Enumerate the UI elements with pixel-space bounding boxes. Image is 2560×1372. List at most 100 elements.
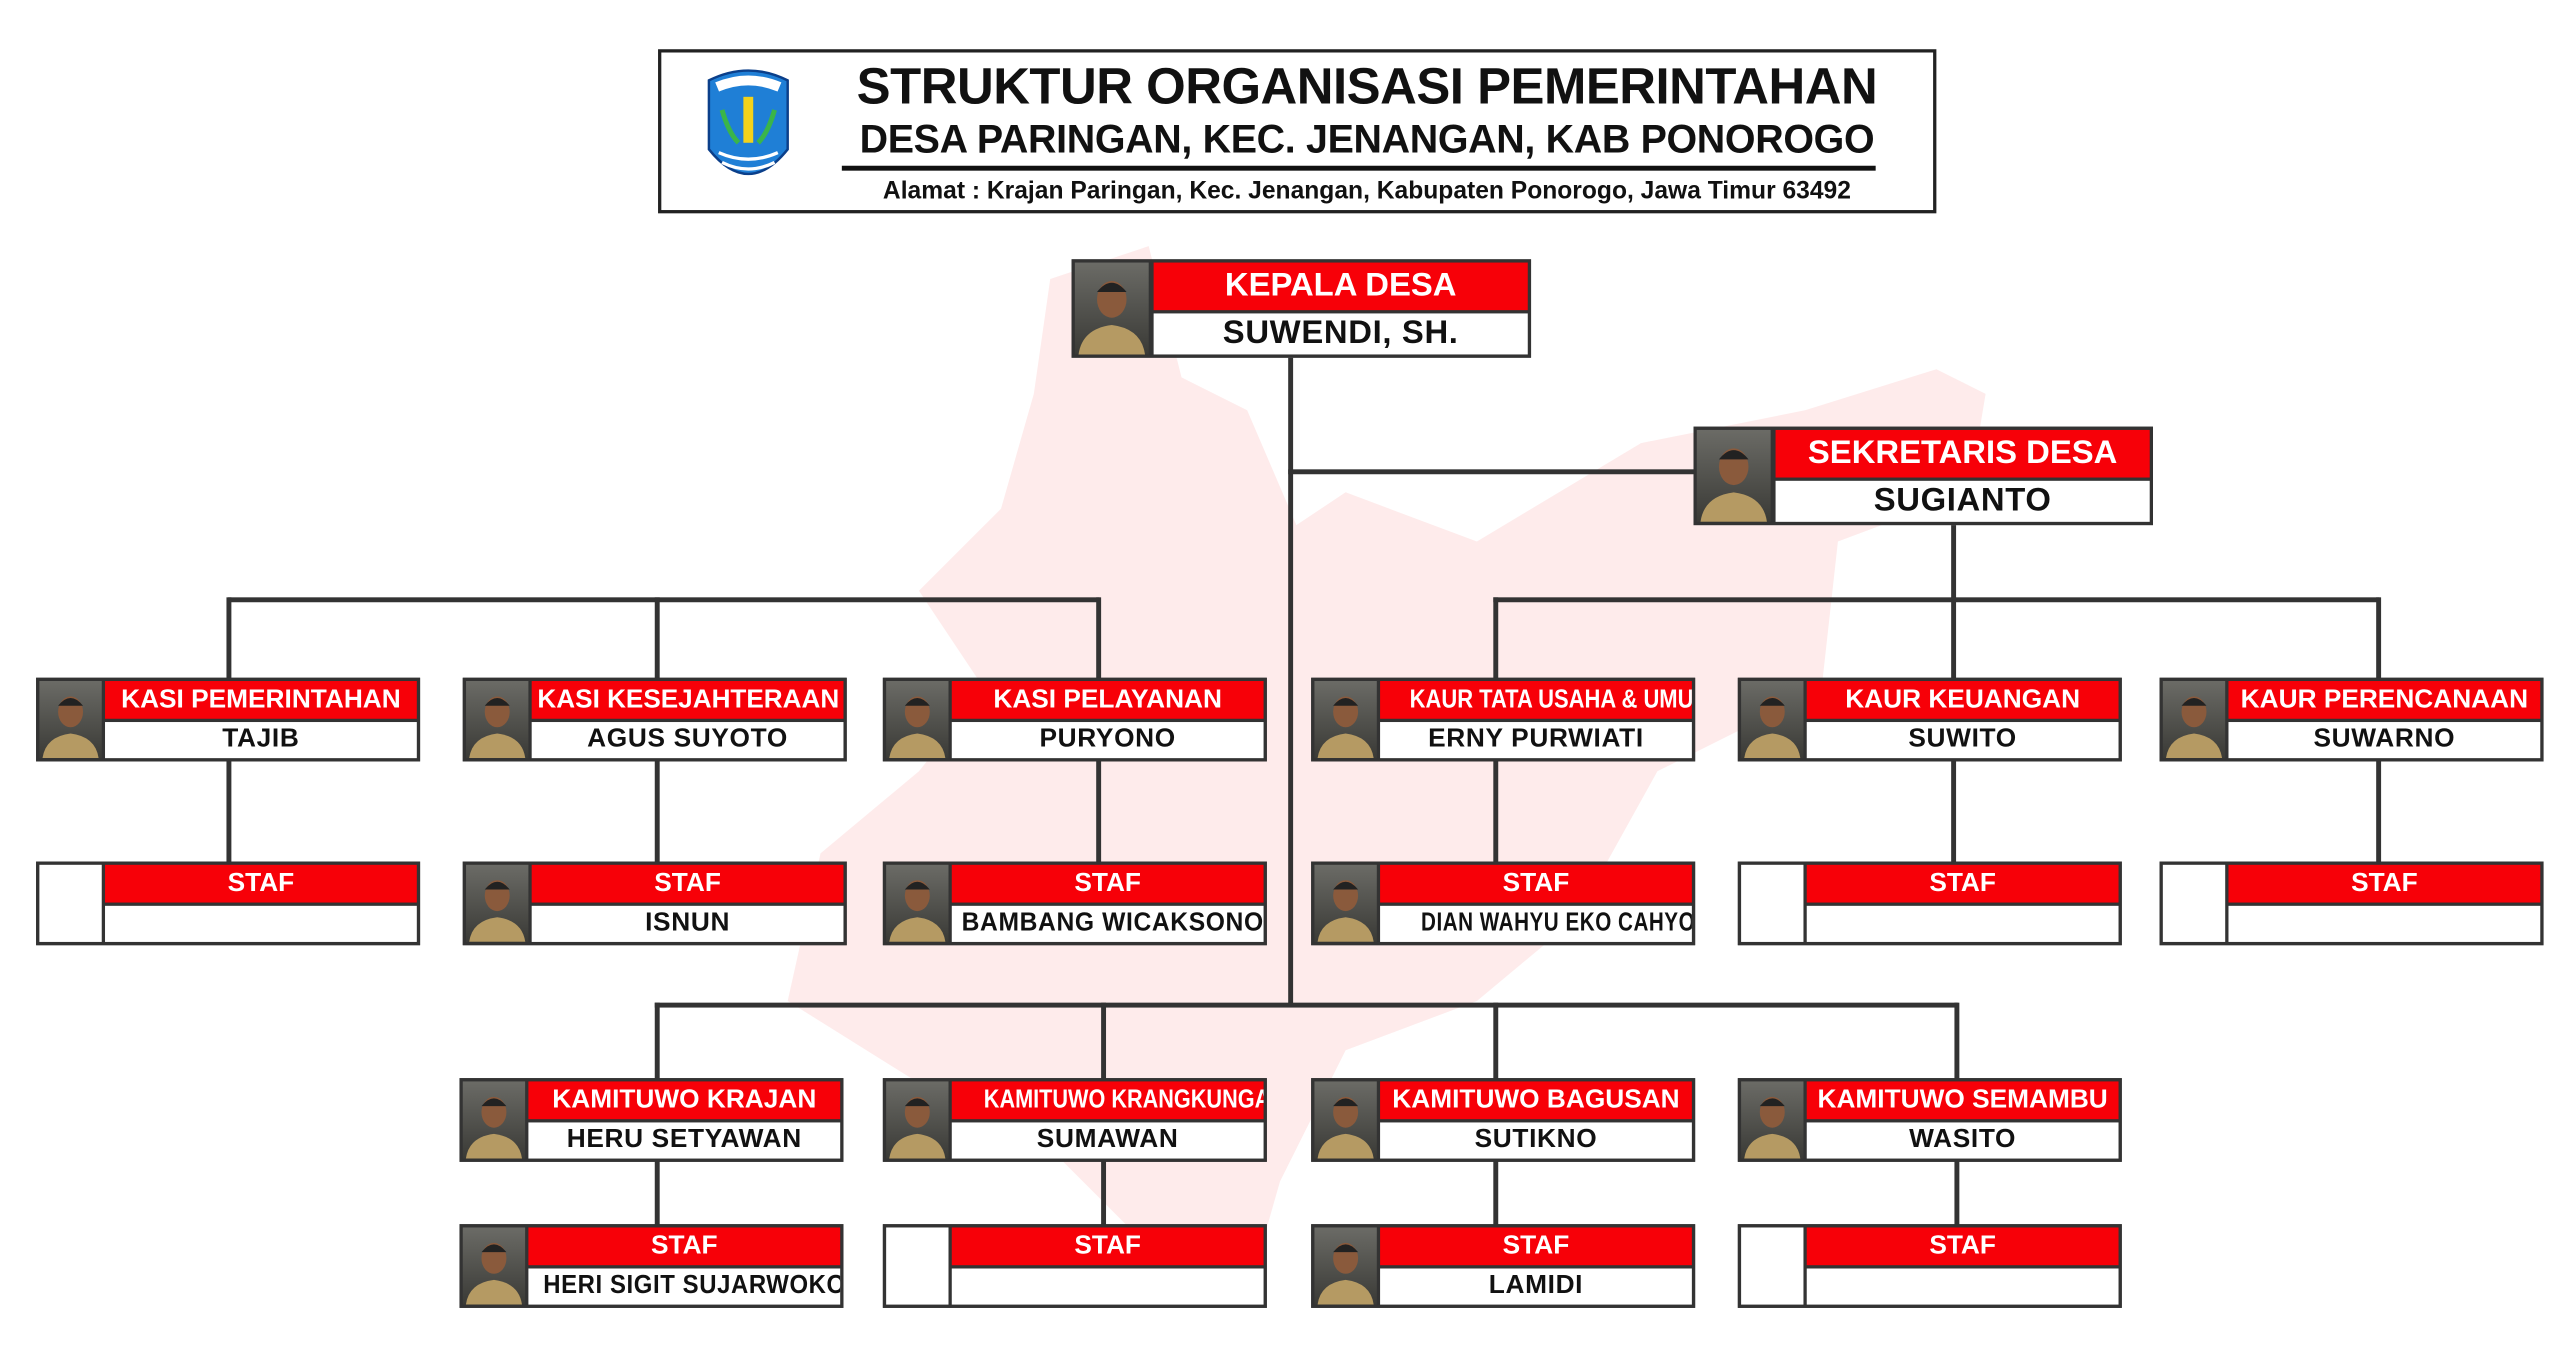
official-name-text: DIAN WAHYU EKO CAHYO A. [1421,909,1692,938]
position-box-staf-krangkungan: STAF [882,1224,1267,1308]
connector-line [1493,597,1498,680]
empty-photo-slot [39,864,102,942]
position-title-text: KASI KESEJAHTERAAN [536,685,839,714]
official-name-text: ERNY PURWIATI [1428,725,1644,754]
position-box-staf-semambu: STAF [1737,1224,2122,1308]
official-name: ERNY PURWIATI [1380,722,1692,759]
official-name-text: TAJIB [222,725,300,754]
person-photo [1314,1081,1377,1159]
official-name [105,905,417,942]
person-photo [466,681,529,759]
position-box-kaur-perencanaan: KAUR PERENCANAAN SUWARNO [2159,677,2544,762]
person-photo [886,864,949,942]
position-title: KASI KESEJAHTERAAN [531,681,844,719]
official-name: SUTIKNO [1380,1122,1692,1159]
position-title-text: STAF [1502,1232,1570,1261]
position-box-staf-kesejahteraan: STAF ISNUN [462,861,847,946]
official-name: SUMAWAN [951,1122,1264,1159]
position-title: KAUR PERENCANAAN [2228,681,2541,719]
position-box-staf-bagusan: STAF LAMIDI [1311,1224,1696,1308]
empty-photo-slot [2162,864,2226,942]
connector-line [1951,759,1956,864]
official-name: HERI SIGIT SUJARWOKO [528,1268,841,1305]
official-name: SUWITO [1806,722,2119,759]
connector-line [1951,597,1956,680]
position-title: STAF [1806,864,2119,903]
position-title: KAMITUWO SEMAMBU [1806,1081,2119,1120]
position-title-text: STAF [1929,869,1996,898]
connector-line [1493,1158,1498,1226]
person-photo [1314,681,1377,759]
connector-line [1493,759,1498,864]
person-photo [886,681,949,759]
position-title: STAF [1380,864,1692,903]
person-photo [466,864,529,942]
official-name [2228,905,2541,942]
position-box-staf-tata-usaha: STAF DIAN WAHYU EKO CAHYO A. [1311,861,1696,946]
position-title: STAF [531,864,844,903]
position-box-staf-pemerintahan: STAF [36,861,421,946]
position-title: KAMITUWO KRANGKUNGAN [951,1081,1264,1120]
official-name: LAMIDI [1380,1268,1692,1305]
official-name: TAJIB [105,722,417,759]
official-name-text: WASITO [1909,1125,2017,1154]
official-name-text: HERU SETYAWAN [566,1125,802,1154]
connector-line [1288,469,1696,474]
connector-line [1954,1002,1959,1080]
person-photo [462,1227,526,1305]
position-title: STAF [951,1227,1264,1266]
official-name: ISNUN [531,905,844,942]
position-box-sekretaris-desa: SEKRETARIS DESA SUGIANTO [1693,426,2153,526]
position-title: KAUR KEUANGAN [1806,681,2119,719]
position-title: KAMITUWO BAGUSAN [1380,1081,1692,1120]
position-title-text: STAF [1074,869,1141,898]
connector-line [2376,759,2381,864]
official-name: WASITO [1806,1122,2119,1159]
official-name [1806,1268,2119,1305]
position-title: STAF [1380,1227,1692,1266]
person-photo [1741,681,1804,759]
position-title-text: SEKRETARIS DESA [1807,434,2118,471]
position-title-text: KAMITUWO BAGUSAN [1392,1086,1680,1115]
position-title-text: KAUR TATA USAHA & UMUM [1409,685,1692,714]
official-name-text: AGUS SUYOTO [587,725,788,754]
connector-line [1101,1158,1106,1226]
position-title: STAF [528,1227,841,1266]
official-name: AGUS SUYOTO [531,722,844,759]
position-title-text: STAF [2351,869,2418,898]
official-name [951,1268,1264,1305]
official-name-text: LAMIDI [1488,1271,1584,1300]
official-name-text: SUMAWAN [1036,1125,1179,1154]
empty-photo-slot [1741,1227,1804,1305]
connector-line [654,597,659,680]
connector-line [226,759,231,864]
person-photo [1074,262,1149,355]
connector-line [226,597,231,680]
person-photo [1314,864,1377,942]
position-title-text: STAF [227,869,295,898]
position-title: KEPALA DESA [1153,262,1528,311]
person-photo [462,1081,526,1159]
position-title-text: KASI PELAYANAN [993,685,1222,714]
position-box-kaur-tata-usaha: KAUR TATA USAHA & UMUM ERNY PURWIATI [1311,677,1696,762]
position-title-text: KEPALA DESA [1224,267,1457,304]
connector-line [654,1158,659,1226]
ponorogo-logo [707,69,789,175]
connector-line [1101,1002,1106,1080]
position-title-text: KAMITUWO SEMAMBU [1817,1086,2108,1115]
header-box: STRUKTUR ORGANISASI PEMERINTAHAN DESA PA… [658,49,1937,214]
position-box-kasi-kesejahteraan: KASI KESEJAHTERAAN AGUS SUYOTO [462,677,847,762]
position-title-text: STAF [654,869,721,898]
official-name-text: HERI SIGIT SUJARWOKO [543,1271,841,1300]
connector-line [654,759,659,864]
page-subtitle: DESA PARINGAN, KEC. JENANGAN, KAB PONORO… [859,118,1875,163]
official-name-text: BAMBANG WICAKSONO [961,909,1264,938]
connector-line [1954,1158,1959,1226]
position-box-kamituwo-krajan: KAMITUWO KRAJAN HERU SETYAWAN [459,1078,844,1162]
official-name: HERU SETYAWAN [528,1122,841,1159]
position-box-staf-keuangan: STAF [1737,861,2122,946]
empty-photo-slot [886,1227,949,1305]
position-title-text: KAMITUWO KRANGKUNGAN [983,1086,1264,1115]
